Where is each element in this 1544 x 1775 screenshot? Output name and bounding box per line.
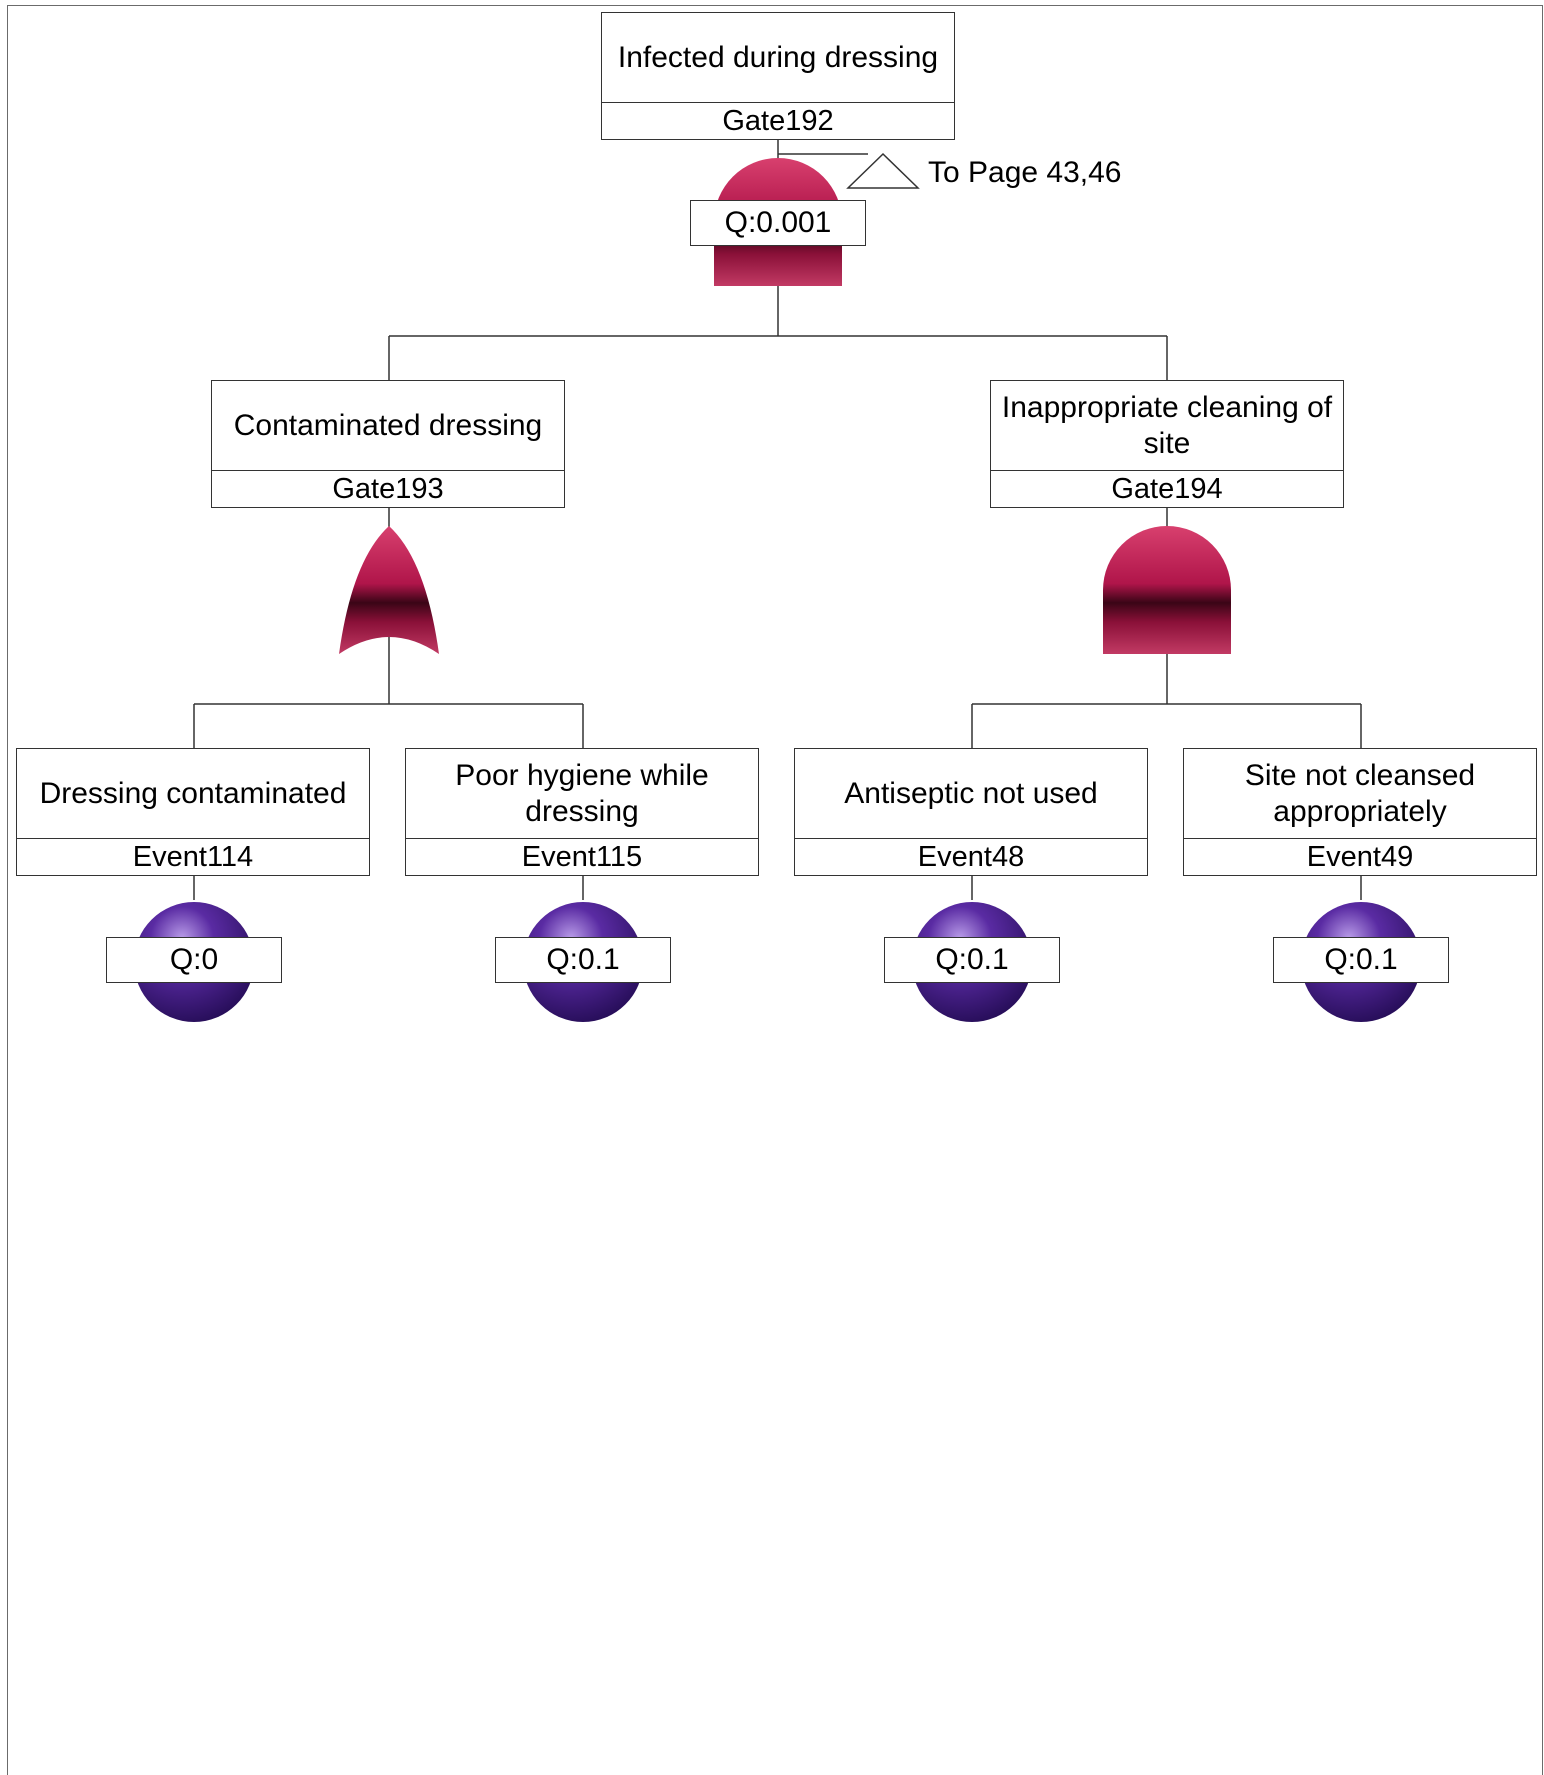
transfer-label: To Page 43,46: [928, 156, 1122, 189]
node-description: Site not cleansed appropriately: [1184, 749, 1536, 839]
probability-label: Q:0.1: [884, 937, 1060, 983]
node-description: Contaminated dressing: [212, 381, 564, 471]
node-description: Infected during dressing: [602, 13, 954, 103]
or-gate-icon: [339, 526, 439, 654]
node-id: Event114: [132, 840, 254, 873]
page-frame: [7, 5, 1543, 1775]
node-id: Gate194: [1111, 472, 1223, 505]
node-description: Antiseptic not used: [795, 749, 1147, 839]
node-id: Gate192: [722, 104, 834, 137]
node-id: Event49: [1306, 840, 1414, 873]
and-gate-icon: [1103, 526, 1231, 654]
probability-label: Q:0.001: [690, 200, 866, 246]
node-description: Dressing contaminated: [17, 749, 369, 839]
event-node[interactable]: Antiseptic not used Event48: [794, 748, 1148, 876]
gate-node[interactable]: Inappropriate cleaning of site Gate194: [990, 380, 1344, 508]
event-node[interactable]: Poor hygiene while dressing Event115: [405, 748, 759, 876]
probability-label: Q:0.1: [495, 937, 671, 983]
probability-label: Q:0.1: [1273, 937, 1449, 983]
node-id: Event48: [917, 840, 1025, 873]
node-description: Poor hygiene while dressing: [406, 749, 758, 839]
node-id: Event115: [521, 840, 643, 873]
gate-node[interactable]: Contaminated dressing Gate193: [211, 380, 565, 508]
top-gate-node[interactable]: Infected during dressing Gate192: [601, 12, 955, 140]
transfer-triangle-icon: [846, 152, 920, 189]
event-node[interactable]: Dressing contaminated Event114: [16, 748, 370, 876]
event-node[interactable]: Site not cleansed appropriately Event49: [1183, 748, 1537, 876]
node-id: Gate193: [332, 472, 444, 505]
node-description: Inappropriate cleaning of site: [991, 381, 1343, 471]
probability-label: Q:0: [106, 937, 282, 983]
